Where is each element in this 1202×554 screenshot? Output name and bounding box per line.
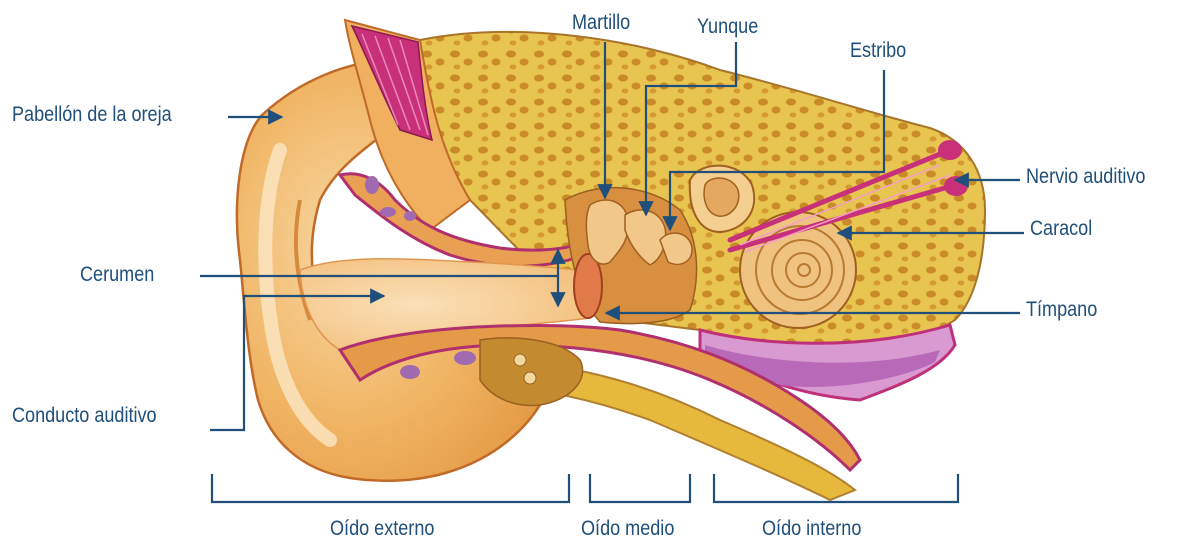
label-caracol: Caracol	[1030, 218, 1092, 239]
leader-yunque	[646, 42, 736, 215]
label-conducto: Conducto auditivo	[12, 405, 157, 426]
bracket-medio	[590, 474, 690, 502]
leader-estribo	[670, 70, 884, 230]
label-estribo: Estribo	[850, 40, 906, 61]
section-interno: Oído interno	[762, 518, 861, 539]
label-yunque: Yunque	[697, 16, 758, 37]
section-medio: Oído medio	[581, 518, 674, 539]
label-timpano: Tímpano	[1026, 299, 1097, 320]
label-nervio: Nervio auditivo	[1026, 166, 1145, 187]
bracket-externo	[212, 474, 569, 502]
label-martillo: Martillo	[572, 12, 630, 33]
leader-conducto	[210, 296, 384, 430]
bracket-interno	[714, 474, 958, 502]
label-pabellon: Pabellón de la oreja	[12, 104, 172, 125]
section-externo: Oído externo	[330, 518, 434, 539]
label-cerumen: Cerumen	[80, 264, 154, 285]
